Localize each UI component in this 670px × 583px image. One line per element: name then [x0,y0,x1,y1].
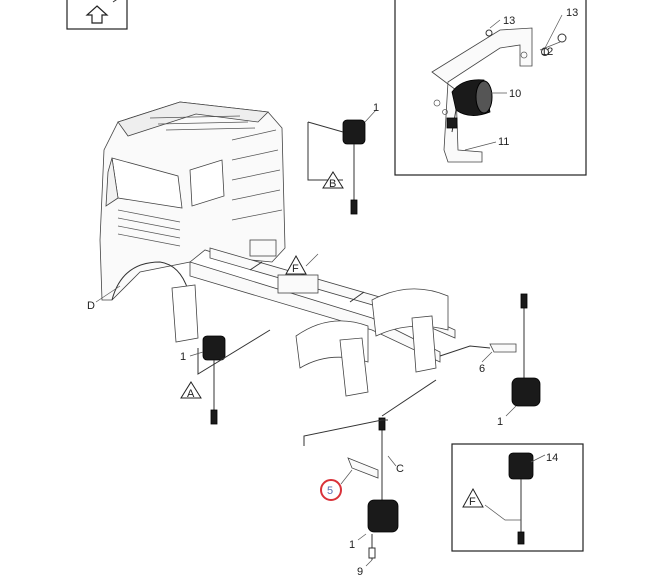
work-lamp-b: 1 B [307,102,379,215]
callout-5-highlight[interactable]: 5 [320,469,353,501]
callout-13b: 13 [566,7,578,19]
callout-1-b: 1 [373,102,379,114]
view-marker-b: B [329,178,336,190]
callout-10: 10 [509,88,521,100]
detail-box-headlamp: 13 13 12 10 11 [394,0,587,176]
view-marker-d: D [87,285,121,312]
view-marker-c: C [396,463,404,475]
work-lamp-a: 1 A [180,329,271,425]
work-lamp-right: 6 1 [439,293,541,428]
callout-1-a: 1 [180,351,186,363]
callout-5: 5 [327,485,333,497]
work-lamp-rear: C 1 9 [303,379,437,578]
bracket-5 [347,457,379,479]
callout-11: 11 [498,136,509,148]
callout-13a: 13 [503,15,515,27]
bolt-12 [557,33,567,43]
bracket-6 [489,343,517,353]
view-marker-f-chassis: F [285,253,319,275]
callout-9: 9 [357,566,363,578]
callout-6: 6 [479,363,485,375]
callout-1-rear: 1 [349,539,355,551]
washer-13b [541,48,549,56]
bolt-13a [485,29,493,37]
mounting-bracket [431,27,533,163]
callout-12: 12 [541,46,553,58]
svg-text:F: F [292,263,299,275]
svg-text:D: D [87,300,95,312]
view-marker-a: A [187,388,195,400]
detail-box-lamp-14: 14 F [451,443,584,552]
work-lamp-detail [446,79,493,133]
view-marker-f-detail: F [469,496,476,508]
callout-14: 14 [546,452,558,464]
callout-1-right: 1 [497,416,503,428]
up-navigation-icon[interactable] [66,0,128,30]
truck-chassis-drawing [99,101,456,397]
